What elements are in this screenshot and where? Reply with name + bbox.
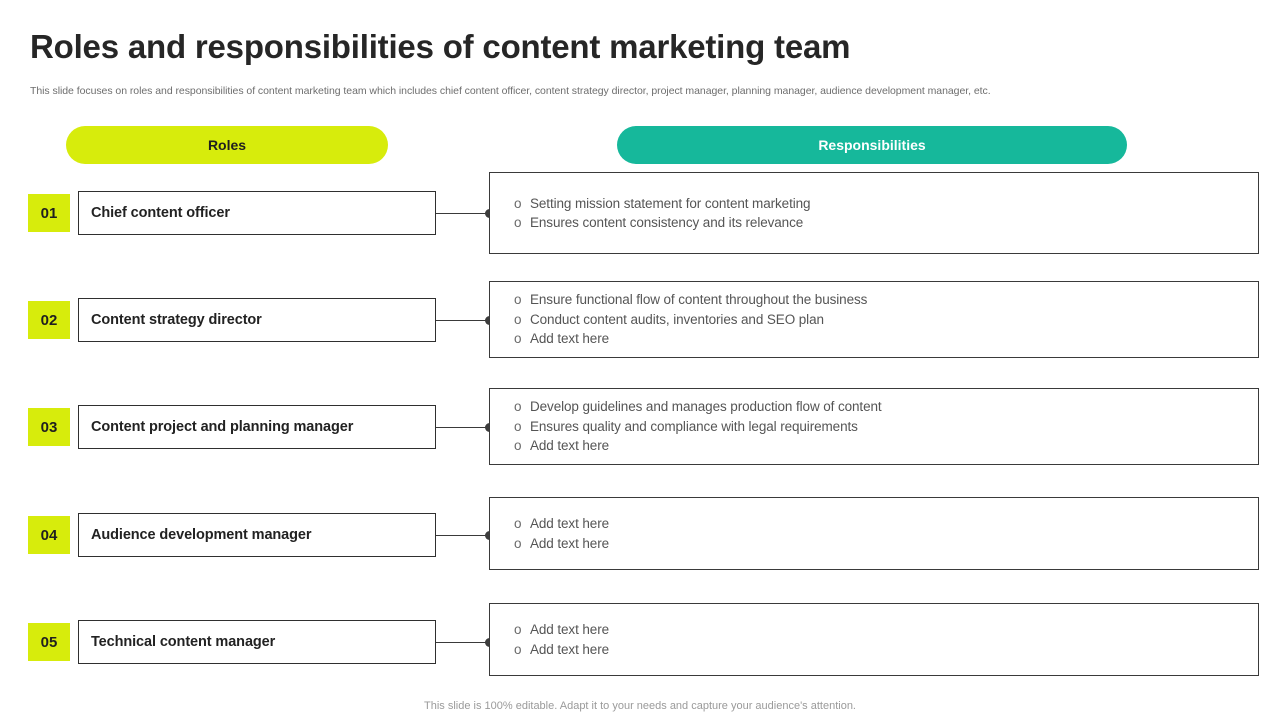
responsibility-item: o Add text here	[514, 640, 1258, 660]
page-title: Roles and responsibilities of content ma…	[30, 28, 851, 65]
connector-line	[436, 642, 490, 643]
responsibility-item: o Ensure functional flow of content throu…	[514, 290, 1258, 310]
connector-line	[436, 320, 490, 321]
responsibility-item: o Develop guidelines and manages producti…	[514, 397, 1258, 417]
responsibility-item: o Conduct content audits, inventories and…	[514, 310, 1258, 330]
responsibility-text: Add text here	[530, 331, 610, 347]
connector-line	[436, 427, 490, 428]
responsibility-text: Develop guidelines and manages productio…	[530, 399, 882, 415]
row-number-label: 02	[40, 311, 58, 329]
bullet-circle-icon: o	[514, 418, 522, 434]
row-number-badge: 03	[28, 408, 70, 446]
row-number-badge: 01	[28, 194, 70, 232]
responsibility-text: Add text here	[530, 641, 610, 657]
bullet-circle-icon: o	[514, 516, 522, 531]
page-subtitle: This slide focuses on roles and responsi…	[30, 85, 991, 97]
responsibility-text: Add text here	[530, 516, 610, 531]
responsibility-text: Ensures content consistency and its rele…	[530, 215, 804, 230]
responsibility-item: o Add text here	[514, 514, 1258, 534]
bullet-circle-icon: o	[514, 292, 522, 308]
responsibility-text: Setting mission statement for content ma…	[530, 195, 811, 211]
responsibility-item: o Ensures quality and compliance with leg…	[514, 417, 1258, 437]
slide-footer-note: This slide is 100% editable. Adapt it to…	[424, 700, 856, 712]
bullet-circle-icon: o	[514, 535, 522, 551]
column-header-roles-label: Roles	[207, 137, 247, 153]
row-number-label: 03	[40, 418, 58, 436]
role-box[interactable]: Content strategy director	[78, 298, 436, 342]
responsibilities-list: o Develop guidelines and manages producti…	[490, 397, 1258, 456]
row-number-label: 01	[40, 204, 58, 222]
responsibility-text: Conduct content audits, inventories and …	[530, 311, 824, 327]
row-number-badge: 02	[28, 301, 70, 339]
responsibility-text: Add text here	[530, 535, 610, 551]
responsibility-item: o Add text here	[514, 329, 1258, 349]
column-header-roles: Roles	[66, 126, 388, 164]
responsibility-text: Ensures quality and compliance with lega…	[530, 418, 858, 434]
row-number-badge: 04	[28, 516, 70, 554]
responsibilities-list: o Ensure functional flow of content throu…	[490, 290, 1258, 349]
responsibility-item: o Add text here	[514, 534, 1258, 554]
responsibility-text: Ensure functional flow of content throug…	[530, 292, 868, 308]
role-box[interactable]: Technical content manager	[78, 620, 436, 664]
column-header-responsibilities: Responsibilities	[617, 126, 1127, 164]
bullet-circle-icon: o	[514, 641, 522, 657]
responsibility-item: o Setting mission statement for content m…	[514, 194, 1258, 214]
responsibilities-box[interactable]: o Setting mission statement for content m…	[489, 172, 1259, 254]
bullet-circle-icon: o	[514, 331, 522, 347]
responsibilities-box[interactable]: o Develop guidelines and manages producti…	[489, 388, 1259, 465]
responsibility-text: Add text here	[530, 438, 610, 454]
row-number-badge: 05	[28, 623, 70, 661]
role-box[interactable]: Chief content officer	[78, 191, 436, 235]
bullet-circle-icon: o	[514, 622, 522, 637]
role-box[interactable]: Audience development manager	[78, 513, 436, 557]
role-box[interactable]: Content project and planning manager	[78, 405, 436, 449]
connector-line	[436, 213, 490, 214]
row-number-label: 04	[40, 526, 58, 544]
role-label: Content strategy director	[91, 312, 262, 328]
role-label: Technical content manager	[91, 634, 276, 650]
role-label: Content project and planning manager	[91, 419, 354, 435]
connector-line	[436, 535, 490, 536]
responsibility-item: o Add text here	[514, 436, 1258, 456]
responsibility-item: o Ensures content consistency and its rel…	[514, 213, 1258, 233]
row-number-label: 05	[40, 633, 58, 651]
responsibility-item: o Add text here	[514, 620, 1258, 640]
bullet-circle-icon: o	[514, 215, 522, 230]
bullet-circle-icon: o	[514, 438, 522, 454]
bullet-circle-icon: o	[514, 399, 522, 415]
bullet-circle-icon: o	[514, 195, 522, 211]
responsibilities-box[interactable]: o Ensure functional flow of content throu…	[489, 281, 1259, 358]
bullet-circle-icon: o	[514, 311, 522, 327]
role-label: Audience development manager	[91, 527, 312, 543]
responsibility-text: Add text here	[530, 622, 610, 637]
role-label: Chief content officer	[91, 205, 230, 221]
responsibilities-list: o Setting mission statement for content m…	[490, 194, 1258, 233]
column-header-responsibilities-label: Responsibilities	[818, 137, 926, 153]
